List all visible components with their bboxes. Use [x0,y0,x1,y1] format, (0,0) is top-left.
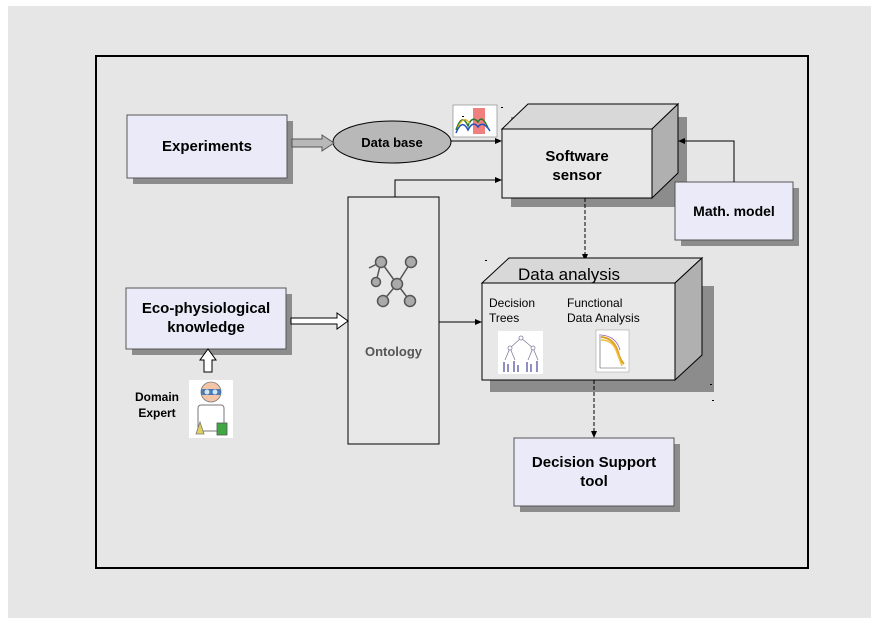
experiments-label: Experiments [161,138,253,155]
decision-trees-line2: Trees [489,311,520,325]
database-label: Data base [361,135,423,150]
eco-knowledge-label: Eco-physiological knowledge [126,299,286,337]
math-model-to-sensor-arrowhead [678,138,685,144]
domain-expert-line2: Expert [138,406,176,420]
math-model-to-sensor-line [684,140,735,182]
eco-to-ontology-arrow [290,312,349,330]
software-sensor-front [501,128,653,199]
dst-line1: Decision Support [531,454,657,471]
ontology-to-analysis-arrowhead [475,319,482,325]
eco-knowledge-line2: knowledge [167,319,245,336]
fda-plot-thumbnail [595,329,630,373]
math-model-box [674,181,794,241]
software-sensor-line1: Software [545,148,609,165]
dst-box [513,437,675,507]
domain-expert-label: Domain Expert [126,389,188,421]
dst-label: Decision Support tool [514,453,674,491]
math-model-label: Math. model [693,203,775,219]
dst-line2: tool [580,473,608,490]
experiments-box [126,114,288,179]
analysis-to-dst-arrowhead [591,431,597,438]
scientist-icon [189,380,233,438]
ontology-to-sensor-line [394,179,496,197]
chart-thumbnail [452,104,498,138]
database-to-sensor-arrowhead [495,138,502,144]
stray-marks [462,107,714,401]
software-sensor-label: Software sensor [502,147,652,185]
ontology-box [347,196,440,445]
ontology-to-sensor-arrowhead [495,177,502,183]
experiments-to-database-arrow [291,134,335,152]
decision-trees-label: Decision Trees [489,296,535,326]
data-analysis-title: Data analysis [518,265,621,284]
decision-trees-line1: Decision [489,296,536,310]
domain-expert-line1: Domain [134,390,179,404]
fda-line1: Functional [567,296,623,310]
eco-knowledge-line1: Eco-physiological [141,300,271,317]
eco-knowledge-box [125,287,287,350]
software-sensor-top [500,103,680,130]
software-sensor-line2: sensor [552,167,602,184]
fda-line2: Data Analysis [567,311,640,325]
ontology-label: Ontology [364,344,423,359]
decision-tree-thumbnail [498,331,543,374]
network-icon [368,255,418,308]
fda-label: Functional Data Analysis [567,296,640,326]
expert-to-eco-arrow [199,348,217,373]
